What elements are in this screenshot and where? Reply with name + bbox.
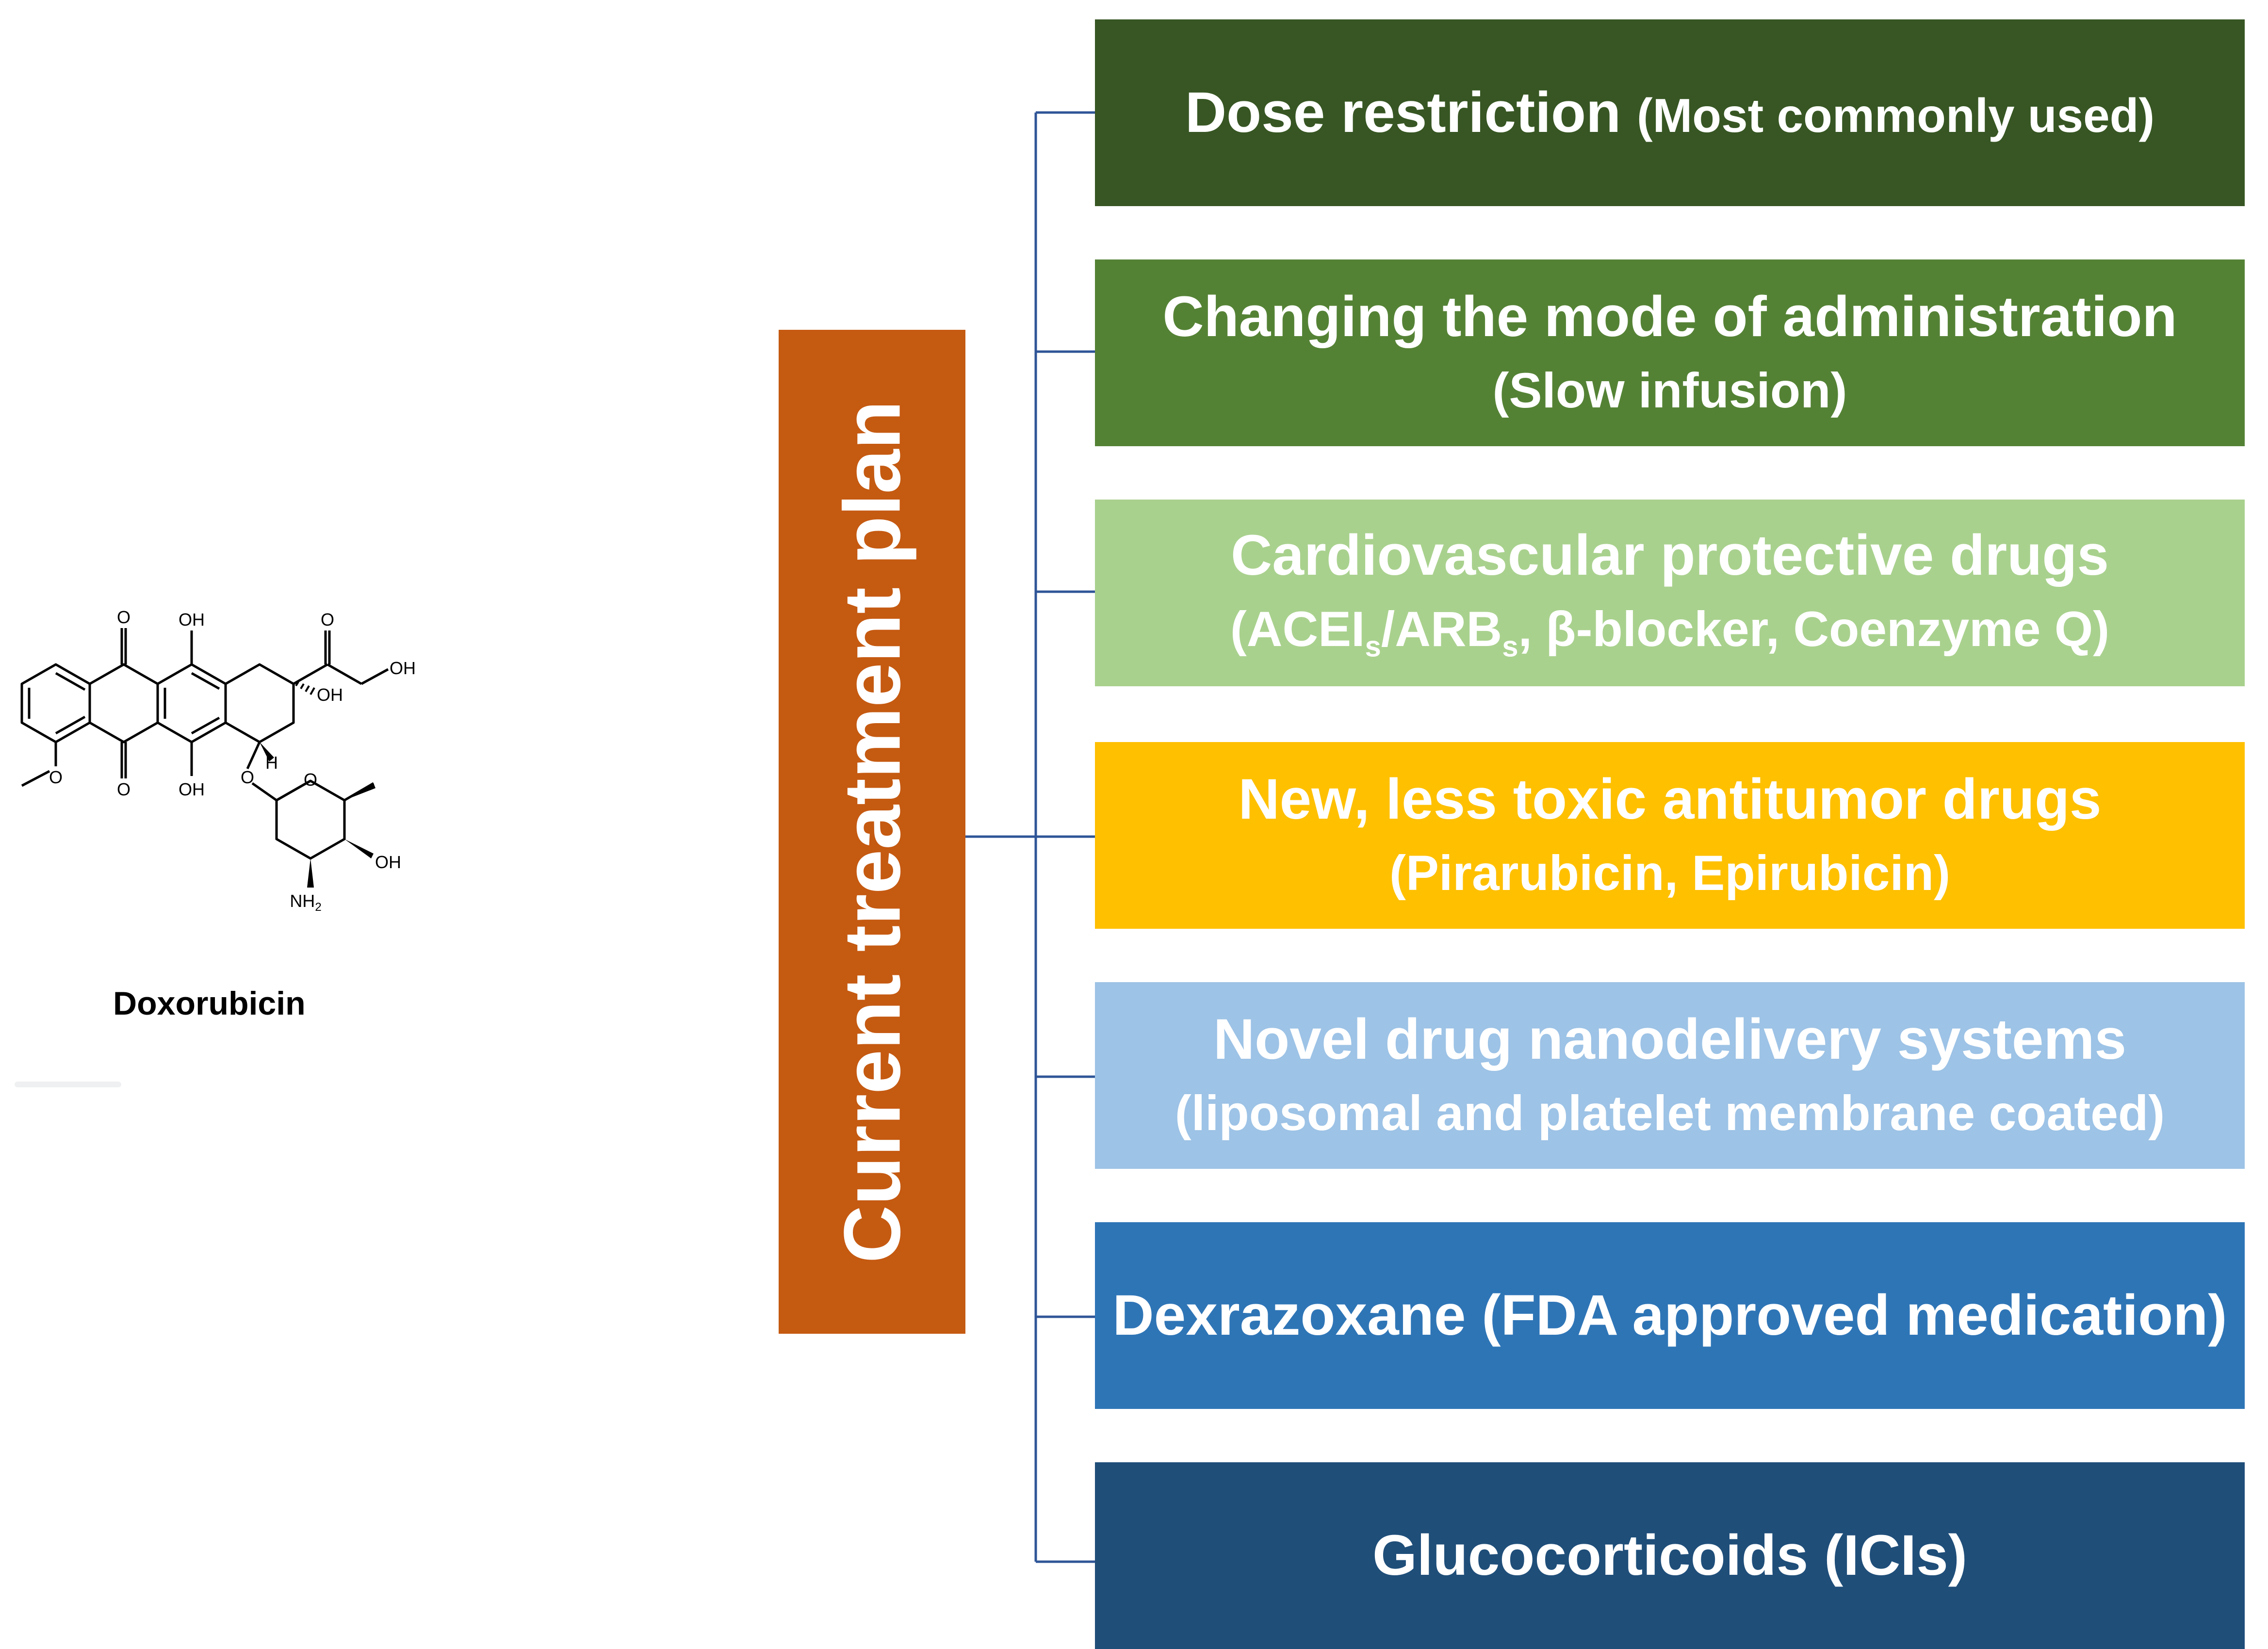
option-subtitle: (liposomal and platelet membrane coated) (1175, 1085, 2165, 1141)
option-title: Glucocorticoids (ICIs) (1372, 1523, 1968, 1587)
atom-label: O (117, 607, 131, 627)
molecule-name: Doxorubicin (113, 985, 306, 1022)
option-subtitle: (Most commonly used) (1636, 88, 2155, 142)
atom-label: O (49, 767, 63, 787)
atom-label: OH (390, 658, 416, 678)
option-title: Dose restriction (1185, 80, 1621, 145)
option-title: Changing the mode of administration (1162, 284, 2177, 349)
option-mode-of-administration: Changing the mode of administration (Slo… (1095, 259, 2245, 446)
watermark (15, 1082, 121, 1087)
atom-label: O (304, 770, 317, 790)
option-subtitle: (Pirarubicin, Epirubicin) (1389, 845, 1951, 901)
option-subtitle: (Slow infusion) (1492, 363, 1847, 419)
option-nanodelivery-systems: Novel drug nanodelivery systems (liposom… (1095, 982, 2245, 1169)
treatment-plan-title: Current treatment plan (827, 400, 916, 1263)
option-title: Dexrazoxane (FDA approved medication) (1112, 1283, 2227, 1347)
option-title: New, less toxic antitumor drugs (1238, 767, 2102, 831)
atom-label: O (321, 610, 334, 630)
option-antitumor-drugs: New, less toxic antitumor drugs (Pirarub… (1095, 742, 2245, 929)
atom-label: NH2 (290, 891, 321, 914)
atom-label: H (265, 753, 278, 773)
atom-label: OH (375, 852, 401, 872)
option-cardiovascular-drugs: Cardiovascular protective drugs (ACEIs/A… (1095, 500, 2245, 686)
atom-label: OH (317, 685, 343, 705)
option-glucocorticoids: Glucocorticoids (ICIs) (1095, 1462, 2245, 1649)
option-subtitle: (ACEIs/ARBs, β-blocker, Coenzyme Q) (1230, 601, 2110, 663)
treatment-plan-box: Current treatment plan (779, 330, 965, 1334)
option-dose-restriction: Dose restriction (Most commonly used) (1095, 19, 2245, 206)
option-title: Novel drug nanodelivery systems (1213, 1007, 2127, 1071)
atom-label: O (241, 767, 254, 787)
doxorubicin-structure: O OH O OH OH O OH O H O O OH NH2 (20, 607, 416, 914)
option-dexrazoxane: Dexrazoxane (FDA approved medication) (1095, 1222, 2245, 1409)
atom-label: OH (179, 610, 205, 630)
atom-label: O (117, 779, 131, 799)
option-title: Cardiovascular protective drugs (1231, 523, 2109, 587)
atom-label: OH (179, 779, 205, 799)
